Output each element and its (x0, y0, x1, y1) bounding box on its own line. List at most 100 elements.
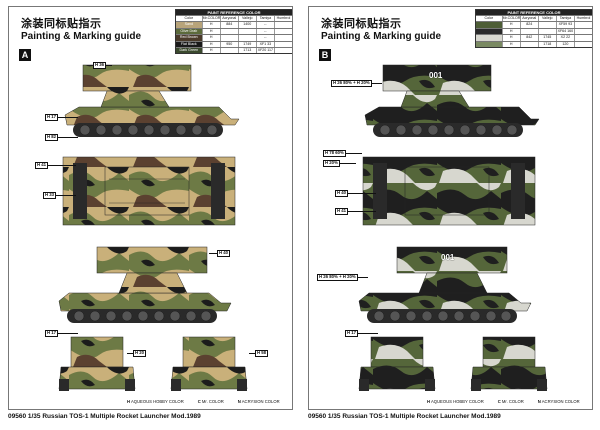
paint-callout: H 26 80% + H 20% (317, 274, 368, 281)
paint-code: XF64 160 (555, 28, 574, 35)
color-swatch: Sand (176, 22, 202, 28)
paint-code (573, 41, 592, 47)
page-title: Painting & Marking guide (321, 31, 442, 42)
vehicle-illustrations (358, 64, 548, 391)
paint-code: H (501, 41, 520, 47)
paint-code: 884 (219, 22, 238, 28)
paint-code: 120 (555, 41, 574, 47)
paint-ref-columns: Color Mr.COLOR Acryonal Vallejo Tamiya H… (176, 15, 292, 22)
vehicle-side-view (364, 64, 540, 137)
paint-callout: H 17 (345, 330, 379, 337)
col-head: Acryonal (219, 16, 238, 22)
paint-callout: H 33 (43, 192, 77, 199)
paint-callout: H 41 (335, 208, 377, 215)
page-title: Painting & Marking guide (21, 31, 142, 42)
paint-ref-columns: Color Mr.COLOR Acryonal Vallejo Tamiya H… (476, 15, 592, 22)
col-head: Color (484, 16, 494, 20)
paint-callout: H 41 (35, 162, 77, 169)
paint-code (573, 22, 592, 28)
paint-code: H (201, 28, 220, 35)
page-footer: 09560 1/35 Russian TOS-1 Multiple Rocket… (308, 413, 501, 420)
paint-callout: H 82 (45, 134, 79, 141)
paint-code (273, 41, 292, 47)
col-head: Acryonal (519, 16, 538, 22)
paint-code (273, 35, 292, 41)
scheme-letter: B (319, 49, 331, 61)
vehicle-front-view (58, 336, 136, 391)
turret-number: 001 (429, 71, 443, 80)
paint-code (219, 47, 238, 54)
paint-code (273, 47, 292, 54)
vehicle-front-view (358, 336, 436, 391)
color-swatch: Red Brown (176, 35, 202, 41)
paint-code (537, 22, 556, 28)
paint-code: XF59 93 (555, 22, 574, 28)
paint-callout: H 20 (127, 350, 147, 357)
instruction-page-b: 涂装同标贴指示 Painting & Marking guide B PAINT… (308, 6, 593, 410)
paint-code (573, 35, 592, 41)
paint-code: 1718 (537, 41, 556, 47)
paint-code: 842 (519, 35, 538, 41)
color-swatch: Dark Green (176, 47, 202, 54)
paint-code: 824 (519, 22, 538, 28)
vehicle-illustrations (58, 64, 248, 391)
paint-code: H (501, 22, 520, 28)
col-head: Color (184, 16, 194, 20)
col-head: Humbrol (273, 16, 292, 22)
paint-code (273, 28, 292, 35)
chinese-title: 涂装同标贴指示 (21, 17, 102, 30)
chinese-title: 涂装同标贴指示 (321, 17, 402, 30)
paint-code (219, 35, 238, 41)
vehicle-side-view (64, 64, 240, 137)
paint-reference-table: PAINT REFERENCE COLOR Color Mr.COLOR Acr… (175, 9, 292, 55)
paint-code (519, 28, 538, 35)
paint-code: H (201, 41, 220, 47)
paint-callout: H 36 (93, 62, 113, 69)
paint-reference-table: PAINT REFERENCE COLOR Color Mr.COLOR Acr… (475, 9, 592, 48)
col-head: Mr.COLOR (201, 16, 220, 22)
paint-code (237, 28, 256, 35)
paint-code (237, 35, 256, 41)
col-head: Vallejo (237, 16, 256, 22)
paint-callout: H 17 (45, 114, 79, 121)
paint-code: H (201, 22, 220, 28)
col-head: Humbrol (573, 16, 592, 22)
vehicle-side-view-2 (58, 246, 232, 323)
paint-code: XF1 33 (255, 41, 274, 47)
paint-callout: H 20% (323, 160, 356, 167)
paint-code (519, 41, 538, 47)
col-head: Tamiya (255, 16, 274, 22)
paint-code: -- (255, 35, 274, 41)
paint-code: H (501, 28, 520, 35)
paint-callout: H 40 (209, 250, 231, 257)
vehicle-top-view (362, 156, 536, 226)
vehicle-top-view (62, 156, 236, 226)
paint-code (537, 28, 556, 35)
color-legend: H AQUEOUS HOBBY COLOR C Mr. COLOR N ACRY… (127, 399, 280, 404)
vehicle-rear-view (170, 336, 248, 391)
color-swatch (476, 35, 502, 41)
col-head: Vallejo (537, 16, 556, 22)
color-swatch (476, 28, 502, 35)
color-swatch: Flat Black (176, 41, 202, 47)
paint-code: -- (255, 28, 274, 35)
col-head: Mr.COLOR (501, 16, 520, 22)
paint-callout: H 17 (45, 330, 79, 337)
paint-callout: H 26 80% + H 20% (331, 80, 382, 87)
paint-ref-row: H XF64 160 (476, 27, 592, 35)
paint-code: 1400 (237, 22, 256, 28)
vehicle-side-view-2 (358, 246, 532, 323)
paint-callout: H 58 (249, 350, 269, 357)
paint-code: X2 22 (555, 35, 574, 41)
color-swatch (476, 22, 502, 28)
paint-code: -- (255, 22, 274, 28)
paint-code: 950 (219, 41, 238, 47)
